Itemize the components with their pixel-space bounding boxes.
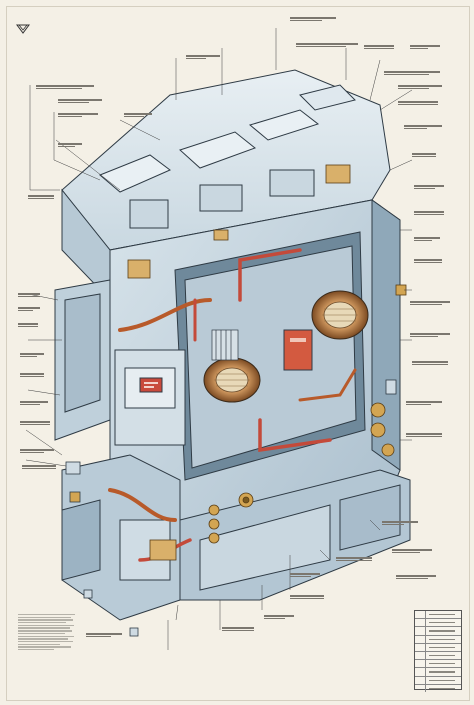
callout-label bbox=[28, 194, 54, 202]
callout-label bbox=[58, 112, 98, 120]
legend-row bbox=[415, 619, 461, 628]
callout-label bbox=[296, 42, 358, 50]
floating-connectors bbox=[65, 379, 397, 637]
callout-label bbox=[410, 44, 440, 52]
callout-label bbox=[410, 300, 450, 308]
callout-label bbox=[414, 258, 442, 266]
callout-label bbox=[86, 632, 122, 640]
callout-label bbox=[264, 614, 294, 622]
lower-left-base bbox=[61, 454, 181, 621]
callout-label bbox=[410, 332, 450, 340]
lower-right-base bbox=[179, 469, 411, 601]
callout-label bbox=[18, 292, 40, 300]
callout-label bbox=[290, 594, 324, 602]
callout-label bbox=[124, 112, 152, 120]
legend-row bbox=[415, 627, 461, 636]
legend-table bbox=[414, 610, 462, 692]
sheet-border bbox=[6, 6, 470, 701]
heat-sink-icon bbox=[211, 329, 239, 361]
callout-label bbox=[404, 124, 442, 132]
notes-body bbox=[18, 614, 78, 651]
callout-label bbox=[58, 142, 82, 150]
left-module bbox=[54, 279, 186, 446]
legend-row bbox=[415, 643, 461, 652]
callout-label bbox=[186, 54, 220, 62]
callout-label bbox=[18, 322, 38, 330]
legend-row bbox=[415, 676, 461, 685]
logo-icon bbox=[16, 24, 30, 34]
legend-row bbox=[415, 651, 461, 661]
red-warning-label-icon bbox=[139, 377, 163, 393]
callout-label bbox=[406, 432, 442, 440]
callout-label bbox=[412, 360, 448, 368]
callout-label bbox=[336, 556, 372, 564]
callout-label bbox=[22, 464, 56, 472]
leader-lines bbox=[25, 28, 413, 650]
callout-label bbox=[396, 574, 436, 582]
callout-label bbox=[58, 98, 102, 106]
callout-label bbox=[18, 306, 40, 314]
sheet-header bbox=[16, 22, 36, 36]
legend-row bbox=[415, 660, 461, 669]
callout-label bbox=[290, 16, 336, 24]
coil-left-icon bbox=[203, 357, 261, 403]
callout-label bbox=[20, 400, 48, 408]
callout-label bbox=[20, 420, 50, 428]
callout-label bbox=[398, 100, 438, 108]
legend-row bbox=[415, 635, 461, 644]
callout-label bbox=[364, 44, 394, 52]
callout-label bbox=[414, 210, 444, 218]
coil-right-icon bbox=[311, 290, 369, 340]
callout-label bbox=[290, 572, 320, 580]
callout-label bbox=[406, 400, 442, 408]
legend-row bbox=[415, 684, 461, 692]
callout-label bbox=[412, 152, 436, 160]
callout-label bbox=[36, 84, 94, 92]
red-relay-block-icon bbox=[283, 329, 313, 371]
callout-label bbox=[20, 448, 54, 456]
brass-terminal-icons bbox=[127, 164, 407, 561]
callout-label bbox=[414, 236, 440, 244]
legend-row bbox=[415, 611, 461, 620]
notes-block bbox=[18, 612, 78, 682]
callout-label bbox=[414, 184, 444, 192]
callout-label bbox=[398, 84, 442, 92]
legend-row bbox=[415, 668, 461, 677]
callout-label bbox=[222, 626, 254, 634]
callout-label bbox=[20, 352, 44, 360]
callout-label bbox=[392, 548, 432, 556]
callout-label bbox=[382, 520, 418, 528]
callout-label bbox=[20, 372, 44, 380]
callout-label bbox=[384, 70, 440, 78]
